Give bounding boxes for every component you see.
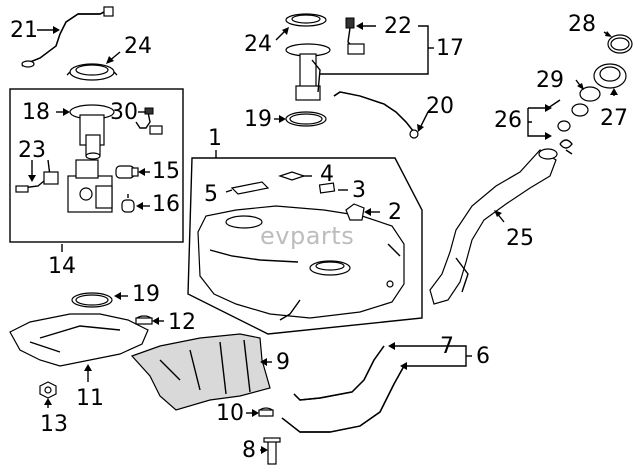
part-25-filler-pipe xyxy=(429,148,558,305)
part-7-tank-band xyxy=(293,345,385,401)
callout-11[interactable]: 11 xyxy=(76,386,104,411)
part-26-seals xyxy=(557,120,573,155)
part-1-group-frame xyxy=(187,157,423,335)
part-13-nut xyxy=(39,381,57,399)
callout-28[interactable]: 28 xyxy=(568,12,596,37)
part-16-regulator xyxy=(121,194,135,213)
part-30-wire-harness xyxy=(135,107,163,135)
part-28-gasket xyxy=(607,34,633,54)
callout-24-left[interactable]: 24 xyxy=(124,34,152,59)
part-3-pad xyxy=(318,182,336,194)
part-29-cap-seal xyxy=(571,86,601,117)
callout-12[interactable]: 12 xyxy=(168,310,196,335)
callout-16[interactable]: 16 xyxy=(152,192,180,217)
callout-10[interactable]: 10 xyxy=(216,401,244,426)
part-12-clip xyxy=(135,315,153,325)
callout-8[interactable]: 8 xyxy=(242,438,256,463)
callout-29[interactable]: 29 xyxy=(536,68,564,93)
callout-26[interactable]: 26 xyxy=(494,108,522,133)
callout-27[interactable]: 27 xyxy=(600,106,628,131)
part-14-group-box xyxy=(9,88,184,243)
callout-9[interactable]: 9 xyxy=(276,350,290,375)
part-5-pad xyxy=(230,181,270,195)
callout-4[interactable]: 4 xyxy=(320,162,334,187)
callout-1[interactable]: 1 xyxy=(208,126,222,151)
watermark: evparts xyxy=(260,222,355,250)
part-18-pump-module xyxy=(69,104,115,160)
part-2-valve xyxy=(345,203,365,221)
part-11-tray xyxy=(9,313,149,367)
part-10-clip xyxy=(258,407,274,417)
part-8-bolt xyxy=(263,437,281,465)
callout-3[interactable]: 3 xyxy=(352,178,366,203)
part-23-sender-gauge xyxy=(15,159,59,193)
callout-19-upper[interactable]: 19 xyxy=(244,107,272,132)
part-17-pump-assembly xyxy=(285,43,331,101)
callout-13[interactable]: 13 xyxy=(40,412,68,437)
callout-22[interactable]: 22 xyxy=(384,14,412,39)
part-9-heat-shield xyxy=(130,333,271,411)
part-14-pump-body xyxy=(67,159,113,213)
callout-7[interactable]: 7 xyxy=(440,334,454,359)
part-19-gasket-lower xyxy=(71,292,113,308)
callout-17[interactable]: 17 xyxy=(436,36,464,61)
part-4-pad xyxy=(278,171,306,181)
part-24-lock-ring-left xyxy=(66,63,118,81)
callout-25[interactable]: 25 xyxy=(506,226,534,251)
part-24-lock-ring-right xyxy=(285,13,327,27)
callout-23[interactable]: 23 xyxy=(18,138,46,163)
callout-15[interactable]: 15 xyxy=(152,159,180,184)
part-20-vent-tube xyxy=(333,91,419,139)
part-19-gasket-upper xyxy=(285,111,327,127)
part-6-tank-band xyxy=(281,365,405,433)
callout-14[interactable]: 14 xyxy=(48,254,76,279)
callout-30[interactable]: 30 xyxy=(110,100,138,125)
callout-24-right[interactable]: 24 xyxy=(244,32,272,57)
part-27-cap xyxy=(593,63,627,89)
callout-20[interactable]: 20 xyxy=(426,94,454,119)
part-21-hose xyxy=(21,6,114,68)
part-15-filter xyxy=(115,165,139,179)
callout-19-lower[interactable]: 19 xyxy=(132,282,160,307)
callout-6[interactable]: 6 xyxy=(476,344,490,369)
callout-18[interactable]: 18 xyxy=(22,100,50,125)
callout-2[interactable]: 2 xyxy=(388,200,402,225)
part-22-sensor xyxy=(345,17,365,55)
callout-21[interactable]: 21 xyxy=(10,18,38,43)
callout-5[interactable]: 5 xyxy=(204,182,218,207)
part-1-fuel-tank xyxy=(197,205,405,321)
